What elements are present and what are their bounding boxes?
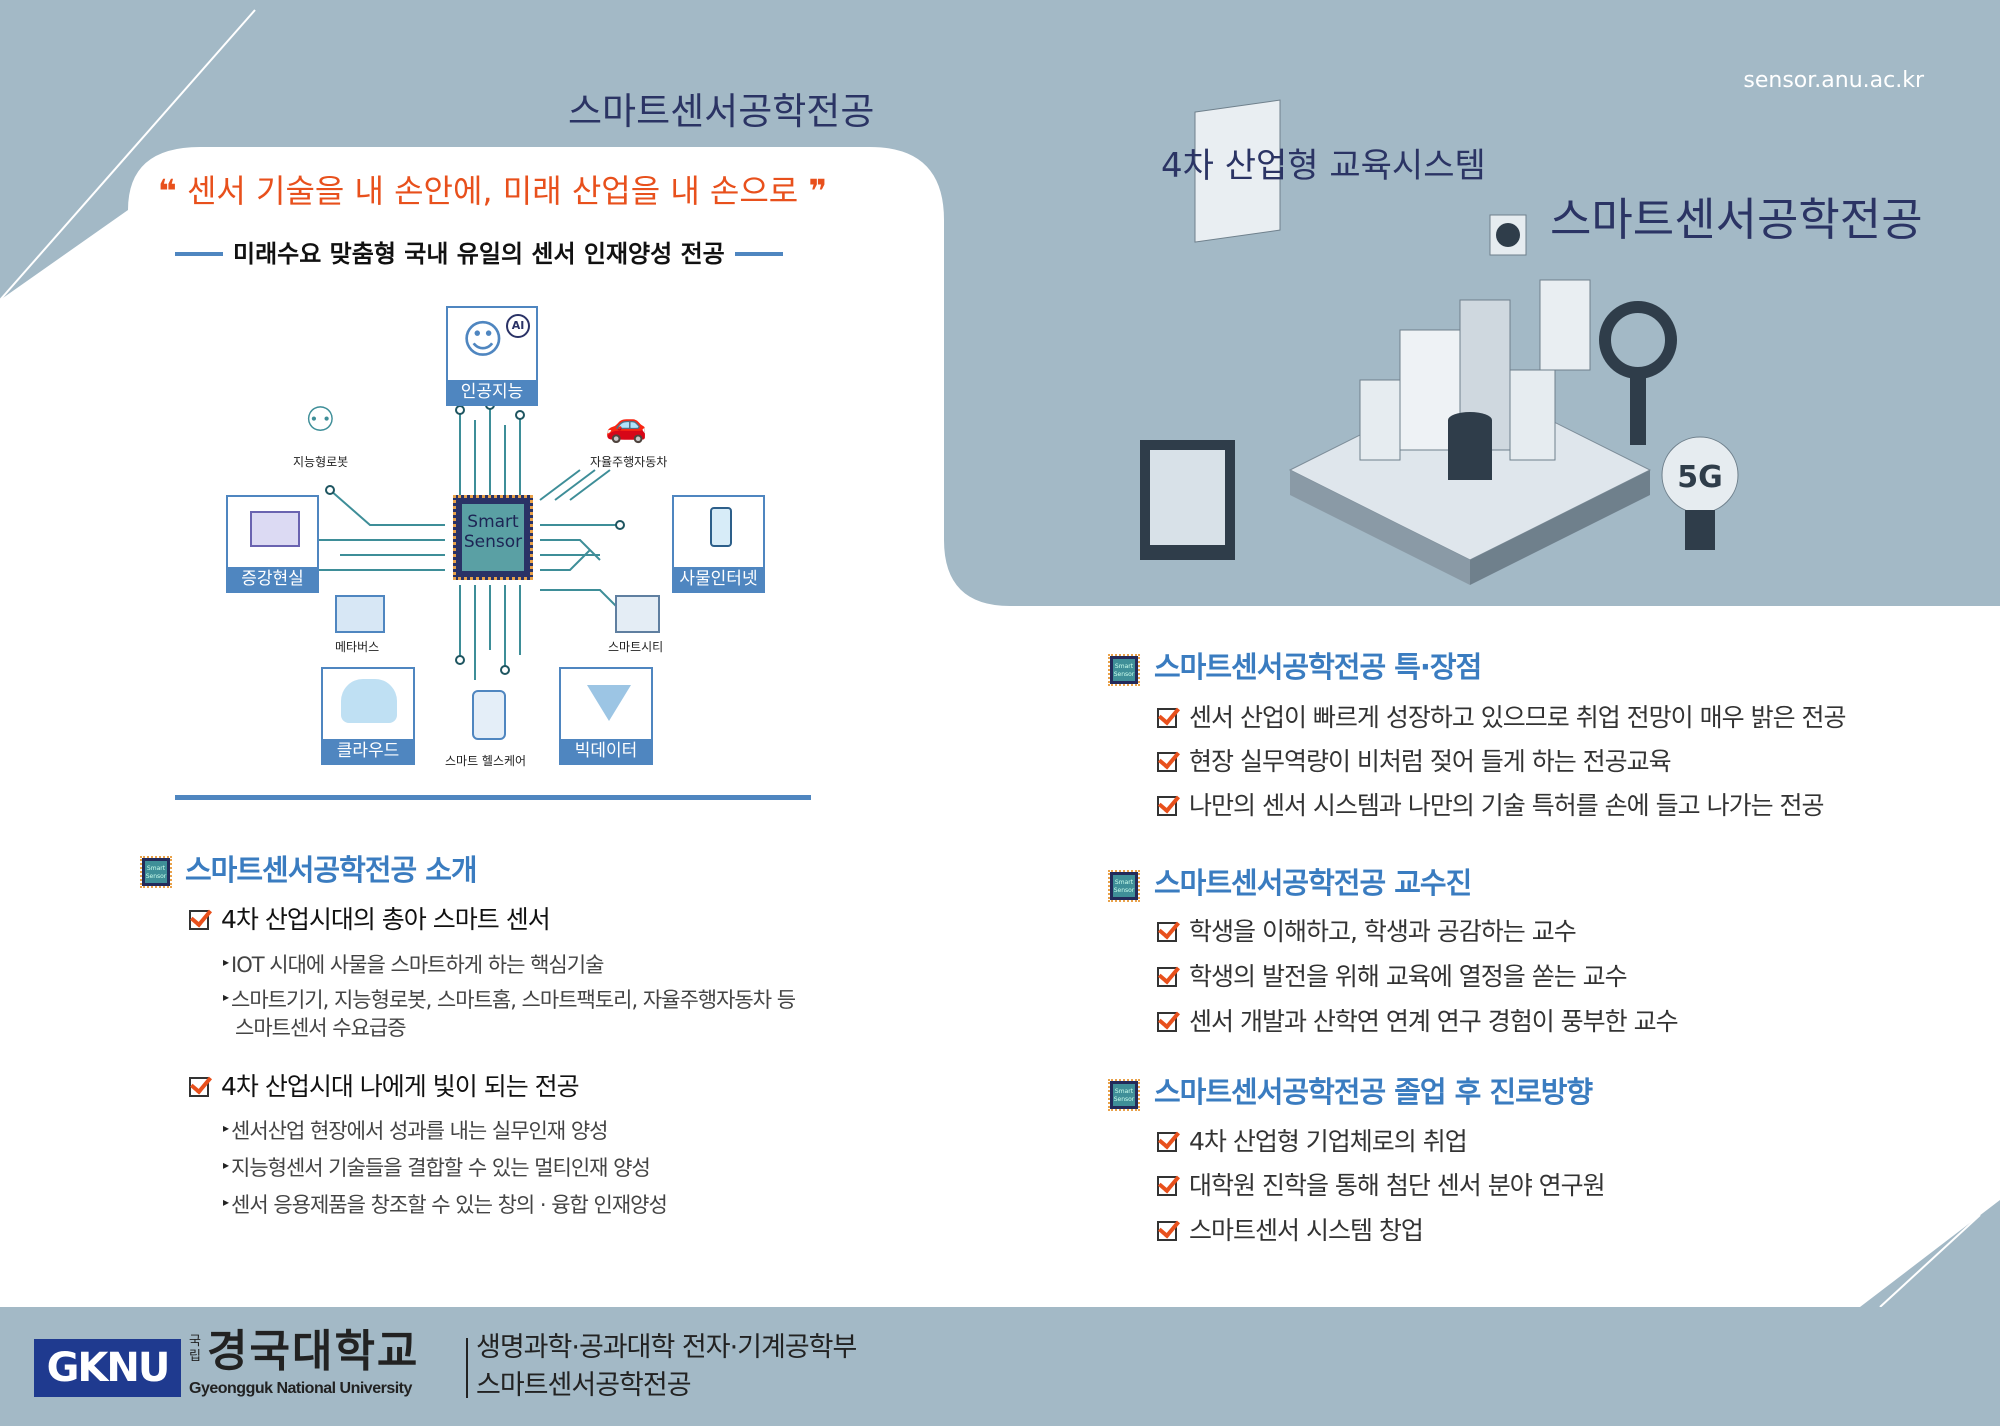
- university-name-kr: 경국대학교: [207, 1326, 420, 1377]
- intro-bullet: IOT 시대에 사물을 스마트하게 하는 핵심기술: [223, 950, 604, 978]
- website-url[interactable]: sensor.anu.ac.kr: [1743, 68, 1924, 93]
- tile-label: 클라우드: [323, 739, 413, 763]
- hero-subtitle-text: 미래수요 맞춤형 국내 유일의 센서 인재양성 전공: [233, 240, 725, 268]
- ai-head-icon: ☺: [462, 317, 504, 363]
- checkbox-icon: [1157, 708, 1177, 728]
- slogan-text: 센서 기술을 내 손안에, 미래 산업을 내 손으로: [186, 172, 799, 210]
- intro-title: 스마트센서공학전공 소개: [185, 853, 478, 887]
- faculty-item: 학생의 발전을 위해 교육에 열정을 쏟는 교수: [1157, 962, 1628, 992]
- intro-bullet: 지능형센서 기술들을 결합할 수 있는 멀티인재 양성: [223, 1153, 651, 1181]
- feature-item: 센서 산업이 빠르게 성장하고 있으므로 취업 전망이 매우 밝은 전공: [1157, 703, 1847, 733]
- funnel-icon: [587, 685, 631, 721]
- checkbox-icon: [189, 1077, 209, 1097]
- tile-ai: ☺ AI 인공지능: [446, 306, 538, 406]
- intro-bullet: 센서산업 현장에서 성과를 내는 실무인재 양성: [223, 1116, 608, 1144]
- career-item: 대학원 진학을 통해 첨단 센서 분야 연구원: [1157, 1171, 1606, 1201]
- checkbox-icon: [189, 910, 209, 930]
- smartphone-icon: [710, 507, 732, 547]
- smart-city-icon: [615, 595, 660, 633]
- industry-illustration: 5G: [1140, 99, 1739, 585]
- footer-divider: [466, 1338, 468, 1398]
- car-icon: 🚗: [605, 405, 648, 445]
- label-metaverse: 메타버스: [335, 640, 380, 654]
- ai-badge-icon: AI: [506, 314, 530, 338]
- intro-bullet-continuation: 스마트센서 수요급증: [235, 1016, 407, 1040]
- intro-heading-2: 4차 산업시대 나에게 빛이 되는 전공: [189, 1072, 580, 1102]
- 5g-label: 5G: [1677, 460, 1723, 495]
- feature-item: 나만의 센서 시스템과 나만의 기술 특허를 손에 들고 나가는 전공: [1157, 791, 1825, 821]
- national-label: 국립: [189, 1334, 201, 1364]
- ar-device-icon: [250, 511, 300, 547]
- metaverse-icon: [335, 595, 385, 633]
- feature-item: 현장 실무역량이 비처럼 젖어 들게 하는 전공교육: [1157, 747, 1672, 777]
- robot-icon: ⚇: [305, 400, 336, 440]
- checkbox-icon: [1157, 1132, 1177, 1152]
- chip-label-line2: Sensor: [463, 532, 523, 552]
- intro-bullet: 스마트기기, 지능형로봇, 스마트홈, 스마트팩토리, 자율주행자동차 등: [223, 985, 796, 1013]
- slogan-quote: ❝ 센서 기술을 내 손안에, 미래 산업을 내 손으로 ❞: [158, 172, 828, 210]
- gknu-logo: GKNU: [34, 1339, 181, 1397]
- university-name-en: Gyeongguk National University: [189, 1380, 412, 1397]
- checkbox-icon: [1157, 752, 1177, 772]
- tile-ar: 증강현실: [226, 495, 319, 593]
- tile-iot: 사물인터넷: [672, 495, 765, 593]
- chip-label-line1: Smart: [467, 512, 519, 532]
- label-autonomous-car: 자율주행자동차: [590, 455, 668, 469]
- checkbox-icon: [1157, 1012, 1177, 1032]
- checkbox-icon: [1157, 922, 1177, 942]
- tile-bigdata: 빅데이터: [559, 667, 653, 765]
- career-item: 4차 산업형 기업체로의 취업: [1157, 1127, 1468, 1157]
- cloud-server-icon: [341, 679, 397, 723]
- checkbox-icon: [1157, 1221, 1177, 1241]
- tile-cloud: 클라우드: [321, 667, 415, 765]
- tile-label: 증강현실: [228, 567, 317, 591]
- college-name: 생명과학·공과대학 전자·기계공학부: [476, 1332, 857, 1363]
- career-item: 스마트센서 시스템 창업: [1157, 1216, 1424, 1246]
- hero-subtitle: 미래수요 맞춤형 국내 유일의 센서 인재양성 전공: [175, 240, 783, 269]
- divider: [175, 795, 811, 800]
- label-robot: 지능형로봇: [293, 455, 349, 469]
- features-title: 스마트센서공학전공 특·장점: [1154, 650, 1482, 684]
- checkbox-icon: [1157, 967, 1177, 987]
- smartwatch-icon: [472, 690, 506, 740]
- checkbox-icon: [1157, 1176, 1177, 1196]
- smart-sensor-chip: Smart Sensor: [453, 495, 533, 580]
- label-healthcare: 스마트 헬스케어: [445, 754, 527, 768]
- faculty-item: 센서 개발과 산학연 연계 연구 경험이 풍부한 교수: [1157, 1007, 1679, 1037]
- intro-heading-1: 4차 산업시대의 총아 스마트 센서: [189, 905, 551, 935]
- faculty-item: 학생을 이해하고, 학생과 공감하는 교수: [1157, 917, 1577, 947]
- checkbox-icon: [1157, 796, 1177, 816]
- left-title: 스마트센서공학전공: [568, 90, 875, 133]
- label-smart-city: 스마트시티: [608, 640, 664, 654]
- career-title: 스마트센서공학전공 졸업 후 진로방향: [1154, 1075, 1593, 1109]
- intro-bullet: 센서 응용제품을 창조할 수 있는 창의 · 융합 인재양성: [223, 1190, 668, 1218]
- tile-label: 인공지능: [448, 380, 536, 404]
- major-name: 스마트센서공학전공: [476, 1370, 692, 1401]
- tile-label: 빅데이터: [561, 739, 651, 763]
- right-title: 스마트센서공학전공: [1550, 193, 1923, 246]
- faculty-title: 스마트센서공학전공 교수진: [1154, 866, 1472, 900]
- right-subtitle: 4차 산업형 교육시스템: [1161, 146, 1486, 186]
- tile-label: 사물인터넷: [674, 567, 763, 591]
